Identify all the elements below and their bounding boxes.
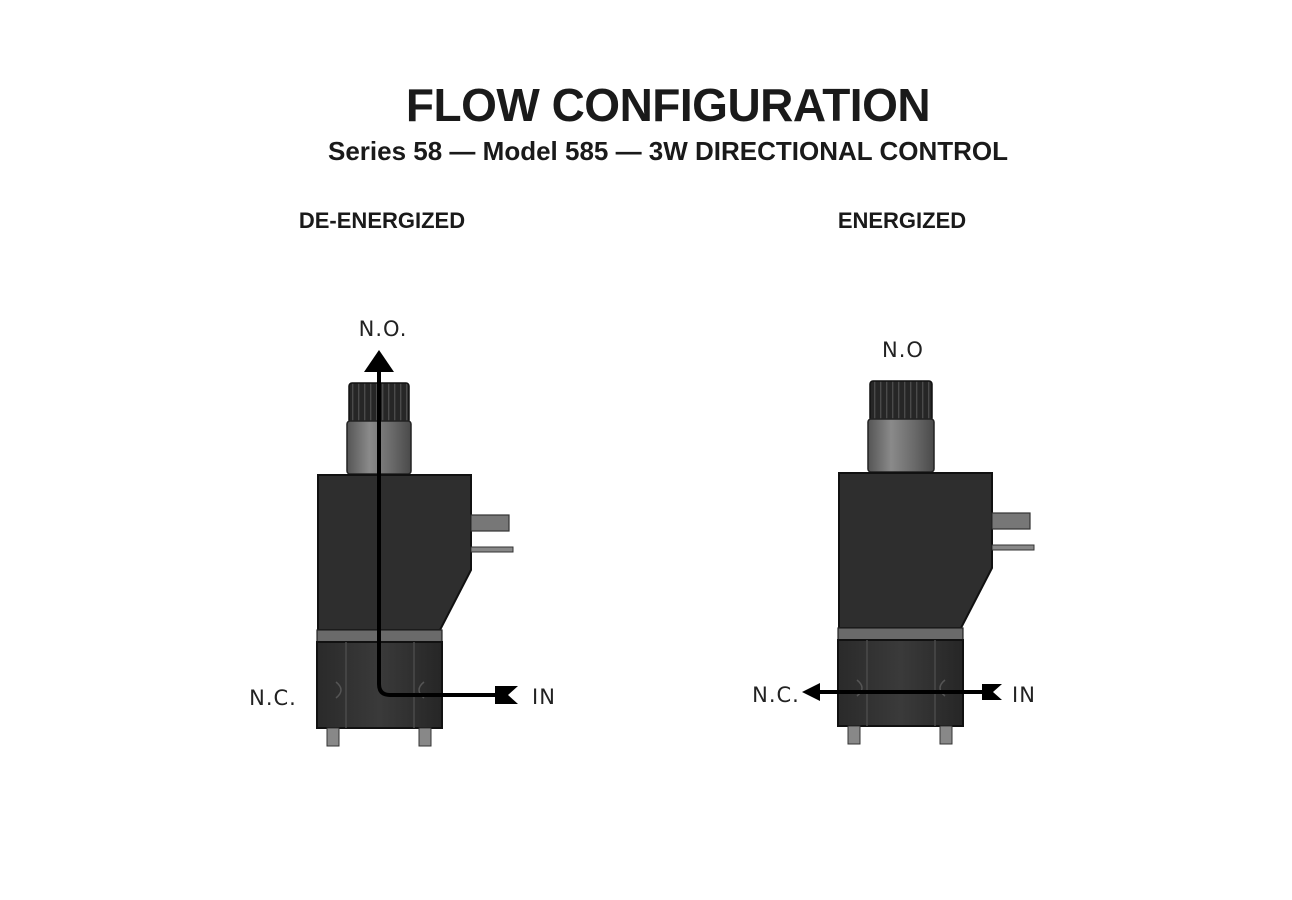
port-label-no: N.O bbox=[882, 338, 924, 362]
port-label-in: IN bbox=[1012, 683, 1036, 707]
coil-body bbox=[838, 472, 993, 629]
valve-de-energized: N.O. N.C. IN bbox=[249, 317, 556, 747]
port-label-nc: N.C. bbox=[752, 683, 800, 707]
valve-energized: N.O N.C. IN bbox=[752, 338, 1036, 745]
state-label-de-energized: DE-ENERGIZED bbox=[298, 208, 466, 233]
knurled-cap bbox=[869, 380, 933, 422]
connector-pin bbox=[991, 544, 1035, 551]
arrow-tail-in bbox=[495, 686, 518, 704]
tube-sleeve bbox=[867, 418, 935, 473]
coil-body bbox=[317, 474, 472, 631]
port-label-in: IN bbox=[532, 685, 556, 709]
page-title: FLOW CONFIGURATION bbox=[405, 79, 931, 131]
connector-tab bbox=[470, 514, 510, 532]
mounting-plate bbox=[837, 627, 964, 641]
flow-path bbox=[377, 372, 500, 697]
arrow-head-left bbox=[802, 683, 820, 701]
arrow-head-up bbox=[364, 350, 394, 372]
connector-tab bbox=[991, 512, 1031, 530]
valve-base bbox=[837, 639, 964, 727]
state-label-energized: ENERGIZED bbox=[837, 208, 967, 233]
page-subtitle: Series 58 — Model 585 — 3W DIRECTIONAL C… bbox=[328, 136, 1008, 166]
connector-pin bbox=[470, 546, 514, 553]
arrow-tail-in bbox=[982, 684, 1002, 700]
port-label-no: N.O. bbox=[359, 317, 408, 341]
port-label-nc: N.C. bbox=[249, 686, 297, 710]
